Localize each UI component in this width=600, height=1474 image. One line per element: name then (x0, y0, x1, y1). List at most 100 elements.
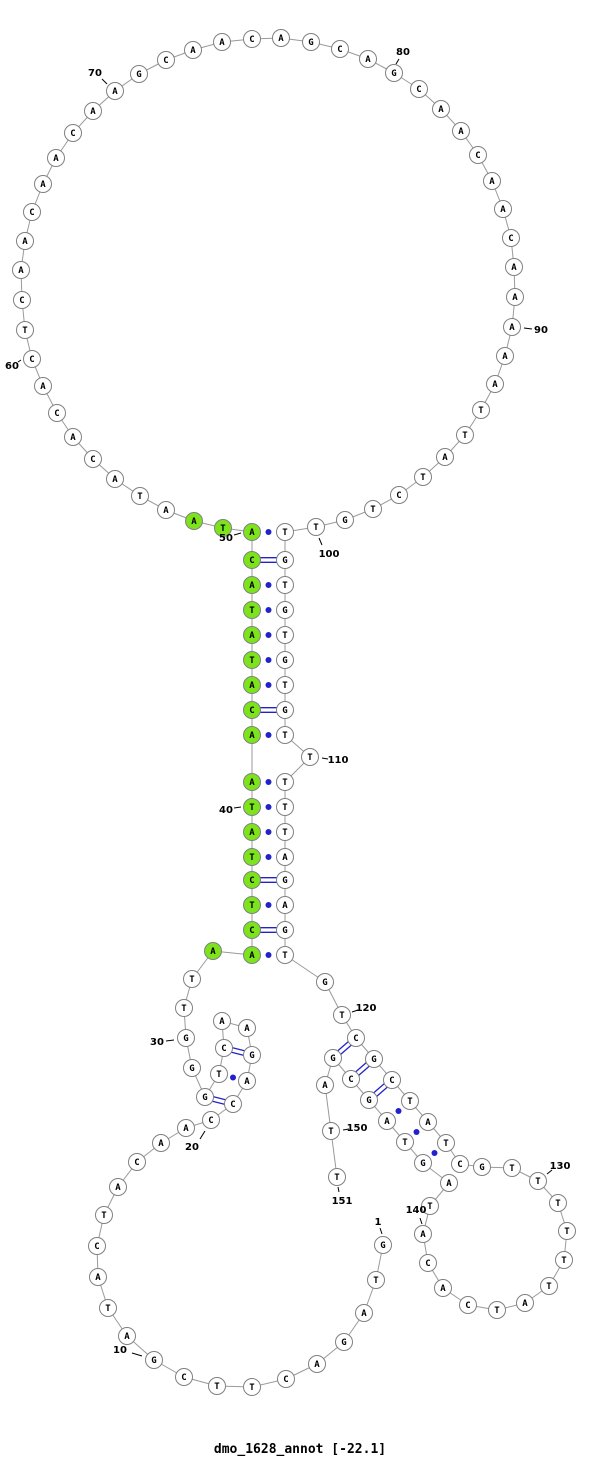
nucleotide-circle (276, 701, 294, 719)
nucleotide-circle (276, 823, 294, 841)
position-label: 90 (534, 325, 548, 336)
nucleotide-base: T (249, 901, 255, 911)
nucleotide-circle (23, 203, 41, 221)
nucleotide-base: G (380, 1241, 385, 1251)
nucleotide-base: A (278, 34, 284, 44)
nucleotide-base: T (101, 1211, 107, 1221)
nucleotide-base: A (112, 475, 118, 485)
nucleotide-base: C (389, 1076, 394, 1086)
nucleotide-circle (276, 676, 294, 694)
nucleotide-circle (396, 1133, 414, 1151)
nucleotide-base: G (366, 1096, 371, 1106)
nucleotide-circle-highlighted (243, 523, 261, 541)
nucleotide-base: T (462, 431, 468, 441)
nucleotide-circle (383, 1071, 401, 1089)
nucleotide-circle (506, 288, 524, 306)
nucleotide-circle (210, 1065, 228, 1083)
nucleotide-circle (213, 33, 231, 51)
position-label-tick (233, 806, 242, 809)
nucleotide-circle (276, 848, 294, 866)
nucleotide-circle (385, 64, 403, 82)
nucleotide-base: A (210, 947, 216, 957)
nucleotide-circle (276, 921, 294, 939)
nucleotide-base: T (137, 492, 143, 502)
nucleotide-base: C (208, 1116, 213, 1126)
nucleotide-circle (529, 1172, 547, 1190)
nucleotide-circle (34, 175, 52, 193)
nucleotide-circle (196, 1088, 214, 1106)
position-label: 20 (185, 1142, 199, 1153)
nucleotide-circle-highlighted (243, 676, 261, 694)
nucleotide-base: T (249, 803, 255, 813)
nucleotide-base: C (54, 409, 59, 419)
nucleotide-circle (331, 40, 349, 58)
nucleotide-base: A (282, 901, 288, 911)
nucleotide-circle (333, 1006, 351, 1024)
nucleotide-base: A (40, 180, 46, 190)
nucleotide-circle (34, 377, 52, 395)
nucleotide-base: A (53, 154, 59, 164)
nucleotide-base: C (337, 45, 342, 55)
nucleotide-base: T (564, 1227, 570, 1237)
pair-bond-dot (265, 804, 272, 810)
nucleotide-circle (118, 1327, 136, 1345)
nucleotide-base: T (282, 581, 288, 591)
nucleotide-circle (374, 1236, 392, 1254)
nucleotide-circle (347, 1029, 365, 1047)
nucleotide-circle (276, 773, 294, 791)
nucleotide-circle (488, 1301, 506, 1319)
nucleotide-circle (355, 1304, 373, 1322)
nucleotide-circle (12, 261, 30, 279)
nucleotide-base: A (95, 1273, 101, 1283)
nucleotide-base: T (402, 1138, 408, 1148)
nucleotide-base: T (282, 828, 288, 838)
nucleotide-base: G (308, 38, 313, 48)
nucleotide-circle (360, 1091, 378, 1109)
nucleotide-base: C (29, 208, 34, 218)
nucleotide-base: A (489, 177, 495, 187)
nucleotide-base: C (249, 35, 254, 45)
nucleotide-base: C (249, 876, 254, 886)
nucleotide-circle (502, 229, 520, 247)
nucleotide-circle (301, 748, 319, 766)
nucleotide-circle (128, 1153, 146, 1171)
nucleotide-base: A (442, 453, 448, 463)
pair-bond-dot (230, 1074, 236, 1081)
nucleotide-base: G (391, 69, 396, 79)
nucleotide-circle (238, 1019, 256, 1037)
nucleotide-base: C (181, 1373, 186, 1383)
nucleotide-base: T (282, 951, 288, 961)
nucleotide-circle (16, 232, 34, 250)
nucleotide-circle (432, 100, 450, 118)
nucleotide-base: A (522, 1299, 528, 1309)
position-label: 40 (219, 805, 233, 816)
nucleotide-base: A (112, 87, 118, 97)
nucleotide-circle (316, 973, 334, 991)
nucleotide-base: T (216, 1070, 222, 1080)
nucleotide-base: G (183, 1034, 188, 1044)
nucleotide-base: T (478, 406, 484, 416)
nucleotide-circle (276, 798, 294, 816)
position-label-tick (342, 1128, 350, 1131)
nucleotide-base: A (158, 1139, 164, 1149)
nucleotide-circle (342, 1070, 360, 1088)
nucleotide-circle (364, 500, 382, 518)
nucleotide-base: T (443, 1139, 449, 1149)
nucleotide-circle (276, 576, 294, 594)
nucleotide-circle (202, 1111, 220, 1129)
nucleotide-base: G (479, 1163, 484, 1173)
nucleotide-circle (419, 1254, 437, 1272)
nucleotide-base: T (328, 1127, 334, 1137)
nucleotide-base: T (105, 1304, 111, 1314)
nucleotide-circle (434, 1279, 452, 1297)
nucleotide-circle (157, 501, 175, 519)
nucleotide-base: A (191, 517, 197, 527)
nucleotide-circle (243, 1378, 261, 1396)
nucleotide-circle (272, 29, 290, 47)
nucleotide-circle (486, 375, 504, 393)
nucleotide-base: C (508, 234, 513, 244)
nucleotide-base: T (555, 1199, 561, 1209)
nucleotide-circle (276, 551, 294, 569)
nucleotide-base: A (244, 1077, 250, 1087)
